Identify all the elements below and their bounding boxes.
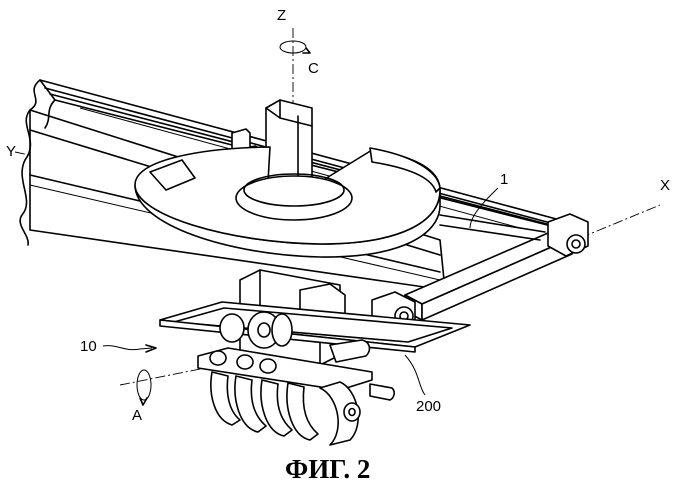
y-axis-label: Y bbox=[6, 143, 16, 160]
a-rotation-label: A bbox=[132, 407, 142, 424]
leader-200 bbox=[405, 355, 425, 395]
rotation-arrow-a bbox=[137, 370, 151, 405]
x-axis-line bbox=[580, 205, 660, 238]
lower-tooling bbox=[198, 348, 394, 445]
ref-numeral-1: 1 bbox=[500, 171, 508, 188]
figure-caption: ФИГ. 2 bbox=[285, 454, 370, 484]
rotation-arrow-c bbox=[280, 41, 310, 53]
x-axis-label: X bbox=[660, 177, 670, 194]
ref-numeral-10: 10 bbox=[80, 338, 97, 355]
z-axis-label: Z bbox=[277, 7, 286, 24]
ref-numeral-200: 200 bbox=[416, 398, 441, 415]
leader-10 bbox=[103, 346, 152, 350]
c-rotation-label: C bbox=[308, 60, 319, 77]
